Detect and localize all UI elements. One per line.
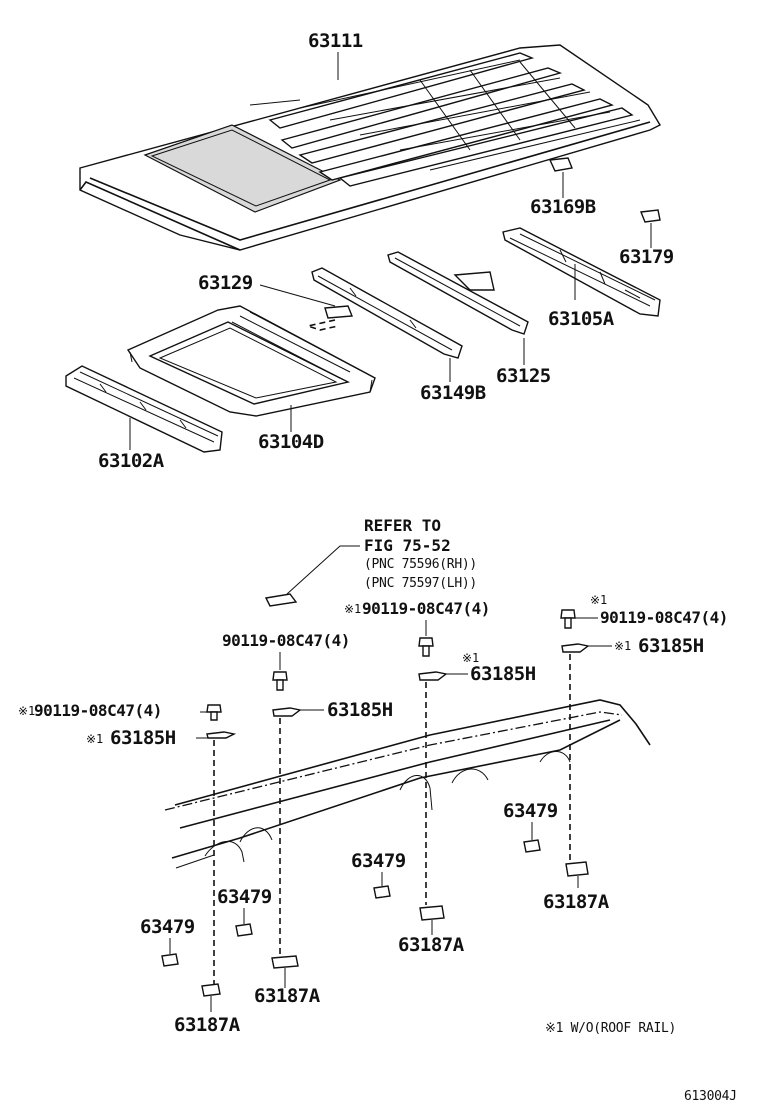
label-reinforcement-63125: 63125 [496, 365, 551, 387]
label-clip-1: 63187A [174, 1014, 240, 1036]
refer-line-3: (PNC 75596(RH)) [364, 557, 477, 572]
label-bolt-a: 90119-08C47(4) [34, 701, 162, 720]
label-front-header: 63102A [98, 450, 164, 472]
label-clip-3: 63187A [398, 934, 464, 956]
figure-id: 613004J [684, 1089, 737, 1104]
footnote: ※1 W/O(ROOF RAIL) [545, 1021, 677, 1036]
reinforcement-63149b-drawing [311, 267, 463, 359]
fastener-stack-b [271, 671, 302, 969]
label-pad-63169b: 63169B [530, 196, 596, 218]
reinforcement-63105a-drawing [502, 227, 661, 317]
roof-panel-drawing [79, 44, 661, 251]
label-pad-3: 63479 [351, 850, 406, 872]
pad-63129-drawing [324, 305, 354, 319]
front-header-63102a-drawing [65, 365, 223, 453]
label-bracket-a: 63185H [110, 727, 176, 749]
note-mark-bracket-a: ※1 [86, 732, 104, 746]
label-pad-63179: 63179 [619, 246, 674, 268]
note-mark-bolt-c: ※1 [344, 602, 362, 616]
label-pad-63129: 63129 [198, 272, 253, 294]
label-bolt-b: 90119-08C47(4) [222, 631, 350, 650]
label-sunroof-frame: 63104D [258, 431, 324, 453]
label-bracket-b: 63185H [327, 699, 393, 721]
fastener-stack-d [560, 609, 590, 877]
label-pad-4: 63479 [503, 800, 558, 822]
fastener-stack-c [418, 637, 448, 921]
label-bracket-c: 63185H [470, 663, 536, 685]
label-bolt-d: 90119-08C47(4) [600, 608, 728, 627]
refer-line-2: FIG 75-52 [364, 536, 451, 555]
label-clip-4: 63187A [543, 891, 609, 913]
label-roof-panel: 63111 [308, 30, 363, 52]
pad-63179-drawing [640, 209, 661, 223]
pad-63479-b-drawing [235, 923, 253, 937]
refer-line-4: (PNC 75597(LH)) [364, 576, 477, 591]
refer-part-drawing [264, 593, 298, 607]
refer-line-1: REFER TO [364, 516, 442, 535]
label-pad-2: 63479 [217, 886, 272, 908]
note-mark-bolt-a: ※1 [18, 704, 36, 718]
pad-63169b-drawing [548, 157, 573, 172]
pad-63479-a-drawing [161, 953, 179, 967]
reinforcement-63125-drawing [387, 251, 529, 335]
fastener-stack-a [201, 704, 237, 997]
label-reinforcement-63105a: 63105A [548, 308, 614, 330]
label-bolt-c: 90119-08C47(4) [362, 599, 490, 618]
note-mark-bolt-d: ※1 [590, 593, 608, 607]
label-reinforcement-63149b: 63149B [420, 382, 486, 404]
pad-63479-d-drawing [523, 839, 541, 853]
body-side-drawing [164, 699, 651, 869]
label-clip-2: 63187A [254, 985, 320, 1007]
label-pad-1: 63479 [140, 916, 195, 938]
note-mark-bracket-d: ※1 [614, 639, 632, 653]
sunroof-frame-63104d-drawing [126, 305, 376, 417]
label-bracket-d: 63185H [638, 635, 704, 657]
note-mark-bracket-c: ※1 [462, 651, 480, 665]
pad-63479-c-drawing [373, 885, 391, 899]
